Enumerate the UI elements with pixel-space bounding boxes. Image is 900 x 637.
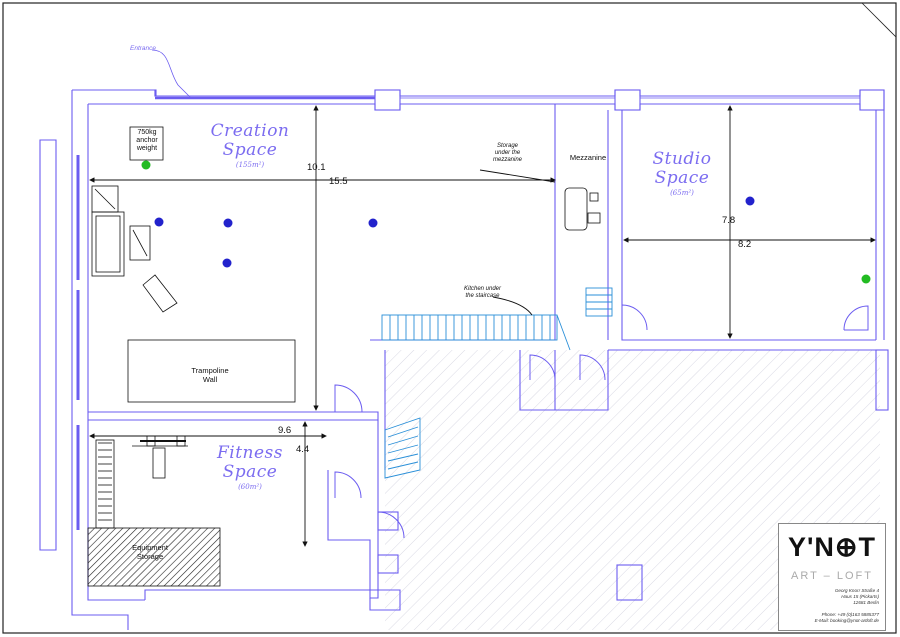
kitchen-line1: Kitchen under	[463, 286, 502, 292]
fitness-width-dimension: 9.6	[278, 425, 292, 436]
storage-note: Storage under the mezzanine	[480, 143, 535, 164]
kitchen-line2: the staircase	[465, 293, 500, 299]
rigging-point-icon	[154, 217, 164, 227]
brand-logo: Y'N⊕T	[787, 532, 877, 562]
contact-block: Phone: +49 (0)163 5885377 E-Mail: bookin…	[785, 612, 879, 624]
storage-line1: Storage	[496, 143, 518, 149]
fitness-title-line2: Space	[222, 462, 278, 482]
equipment-storage-label: Equipment Storage	[115, 543, 185, 561]
dimension-lines	[89, 105, 876, 547]
studio-width-dimension: 8.2	[738, 239, 752, 250]
equipment-line2: Storage	[136, 552, 164, 561]
email-line: E-Mail: booking@ynot-artloft.de	[814, 618, 879, 623]
title-block: Y'N⊕T ART – LOFT Georg Knorr Straße 4 Ha…	[778, 523, 886, 631]
trampoline-line2: Wall	[202, 375, 218, 384]
mezzanine-label: Mezzanine	[569, 153, 607, 162]
trampoline-line1: Trampoline	[191, 366, 229, 375]
staircase-main	[381, 314, 571, 351]
rigging-points	[141, 160, 871, 284]
doors	[334, 304, 869, 539]
anchor-line1: 750kg	[137, 129, 157, 136]
kitchen-note: Kitchen under the staircase	[455, 286, 510, 300]
studio-space-area: (65m²)	[670, 189, 694, 197]
anchor-weight-label: 750kg anchor weight	[131, 129, 163, 153]
rigging-point-icon	[745, 196, 755, 206]
storage-line3: mezzanine	[492, 157, 522, 163]
rigging-point-icon	[368, 218, 378, 228]
studio-height-dimension: 7.8	[722, 215, 736, 226]
anchor-point-icon	[141, 160, 151, 170]
furniture	[91, 126, 601, 529]
studio-space-title: Studio Space	[632, 150, 732, 188]
phone-line: Phone: +49 (0)163 5885377	[821, 612, 879, 617]
equipment-line1: Equipment	[132, 543, 168, 552]
creation-height-dimension: 10.1	[307, 162, 326, 173]
creation-width-dimension: 15.5	[329, 176, 348, 187]
rigging-point-icon	[222, 258, 232, 268]
studio-title-line2: Space	[654, 168, 710, 188]
staircase-side	[384, 417, 421, 479]
entrance-label: Entrance	[130, 45, 157, 52]
staircase-mezzanine	[585, 287, 613, 317]
rigging-point-icon	[223, 218, 233, 228]
address-line3: 12681 Berlin	[853, 600, 879, 605]
entrance-arrow	[151, 49, 191, 98]
anchor-line3: weight	[136, 145, 158, 152]
weights-rack	[98, 442, 112, 521]
fitness-space-title: Fitness Space	[200, 444, 300, 482]
fitness-space-area: (60m²)	[238, 483, 262, 491]
fitness-height-dimension: 4.4	[296, 444, 310, 455]
anchor-line2: anchor	[136, 137, 158, 144]
unused-area	[385, 350, 880, 630]
trampoline-wall-label: Trampoline Wall	[170, 366, 250, 384]
fitness-title-line1: Fitness	[216, 443, 284, 463]
address-line2: Haus 15 (Pickarts)	[841, 594, 879, 599]
anchor-point-icon	[861, 274, 871, 284]
storage-line2: under the	[494, 150, 521, 156]
creation-space-title: Creation Space	[200, 122, 300, 160]
creation-title-line2: Space	[222, 140, 278, 160]
address-block: Georg Knorr Straße 4 Haus 15 (Pickarts) …	[785, 588, 879, 606]
address-line1: Georg Knorr Straße 4	[834, 588, 879, 593]
studio-title-line1: Studio	[652, 149, 712, 169]
equipment-storage	[87, 527, 221, 587]
brand-subtitle: ART – LOFT	[791, 570, 873, 582]
creation-title-line1: Creation	[210, 121, 290, 141]
creation-space-area: (155m²)	[235, 161, 265, 169]
